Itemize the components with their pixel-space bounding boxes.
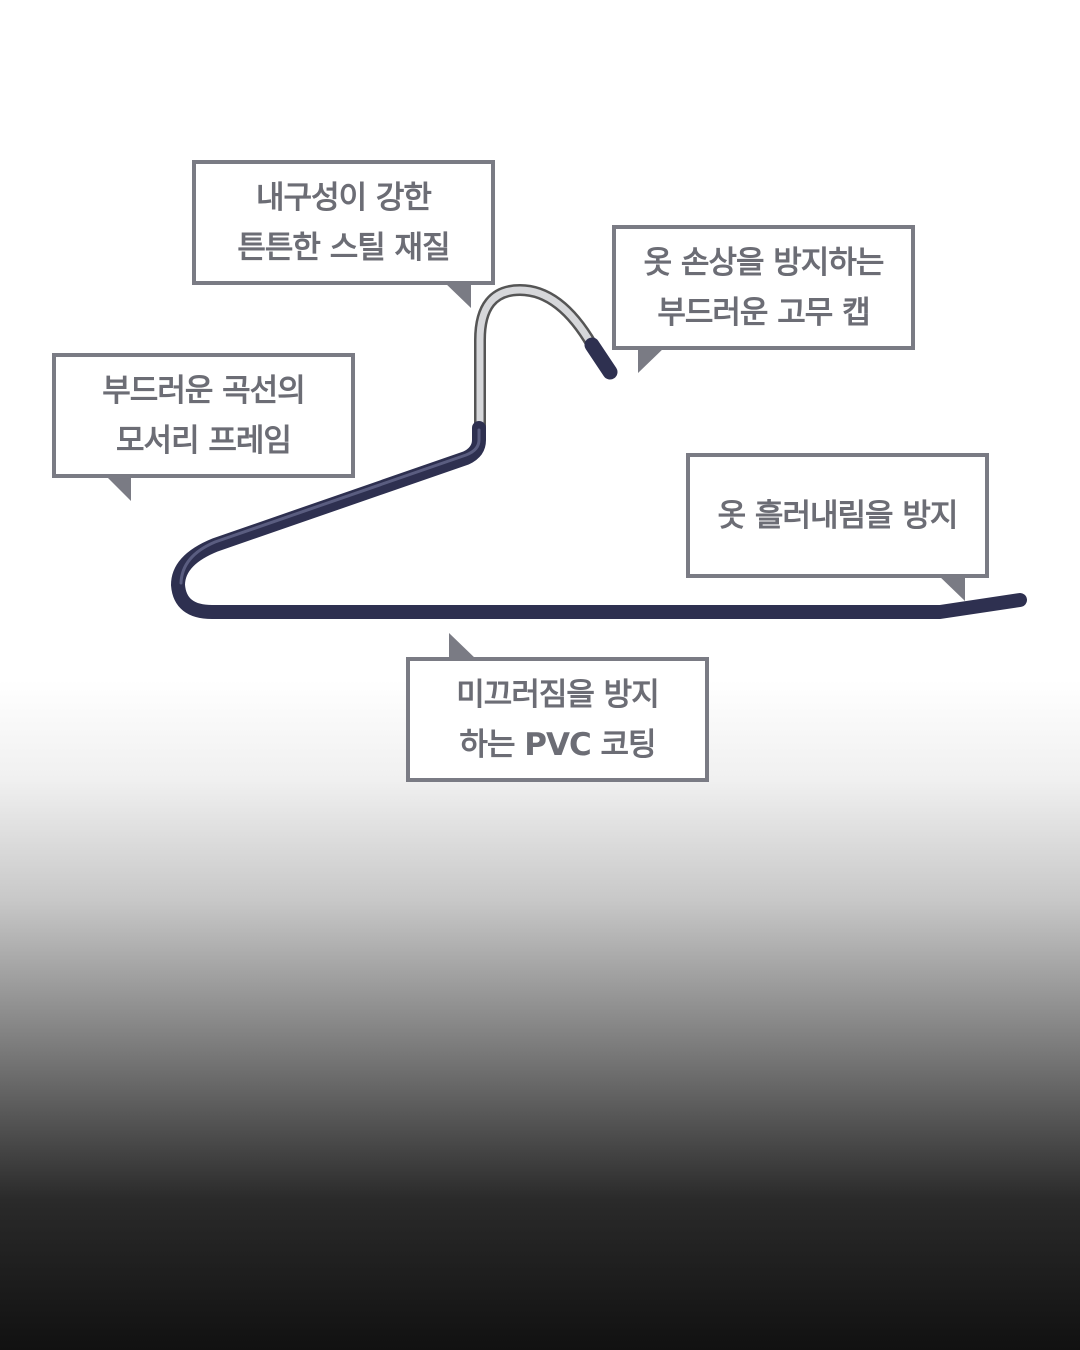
callout-text: 부드러운 고무 캡 xyxy=(657,294,870,331)
callout-text: 모서리 프레임 xyxy=(116,422,292,459)
callout-text: 내구성이 강한 xyxy=(256,179,432,216)
callout-pointer xyxy=(443,281,471,308)
callout-anti-fall: 옷 흘러내림을 방지 xyxy=(686,453,989,578)
callout-text: 미끄러짐을 방지 xyxy=(456,676,659,713)
callout-pointer xyxy=(937,574,965,601)
rubber-cap xyxy=(584,337,618,380)
callout-pointer xyxy=(449,633,477,660)
callout-text: 부드러운 곡선의 xyxy=(102,372,305,409)
callout-pointer xyxy=(638,346,666,373)
callout-text: 옷 손상을 방지하는 xyxy=(643,244,885,281)
callout-steel-material: 내구성이 강한 튼튼한 스틸 재질 xyxy=(192,160,495,285)
callout-curved-frame: 부드러운 곡선의 모서리 프레임 xyxy=(52,353,355,478)
callout-text: 튼튼한 스틸 재질 xyxy=(237,229,450,266)
callout-rubber-cap: 옷 손상을 방지하는 부드러운 고무 캡 xyxy=(612,225,915,350)
callout-text: 옷 흘러내림을 방지 xyxy=(717,497,959,534)
callout-text: 하는 PVC 코팅 xyxy=(459,726,656,763)
callout-pointer xyxy=(104,474,131,501)
callout-pvc-coating: 미끄러짐을 방지 하는 PVC 코팅 xyxy=(406,657,709,782)
steel-hook xyxy=(474,283,598,438)
